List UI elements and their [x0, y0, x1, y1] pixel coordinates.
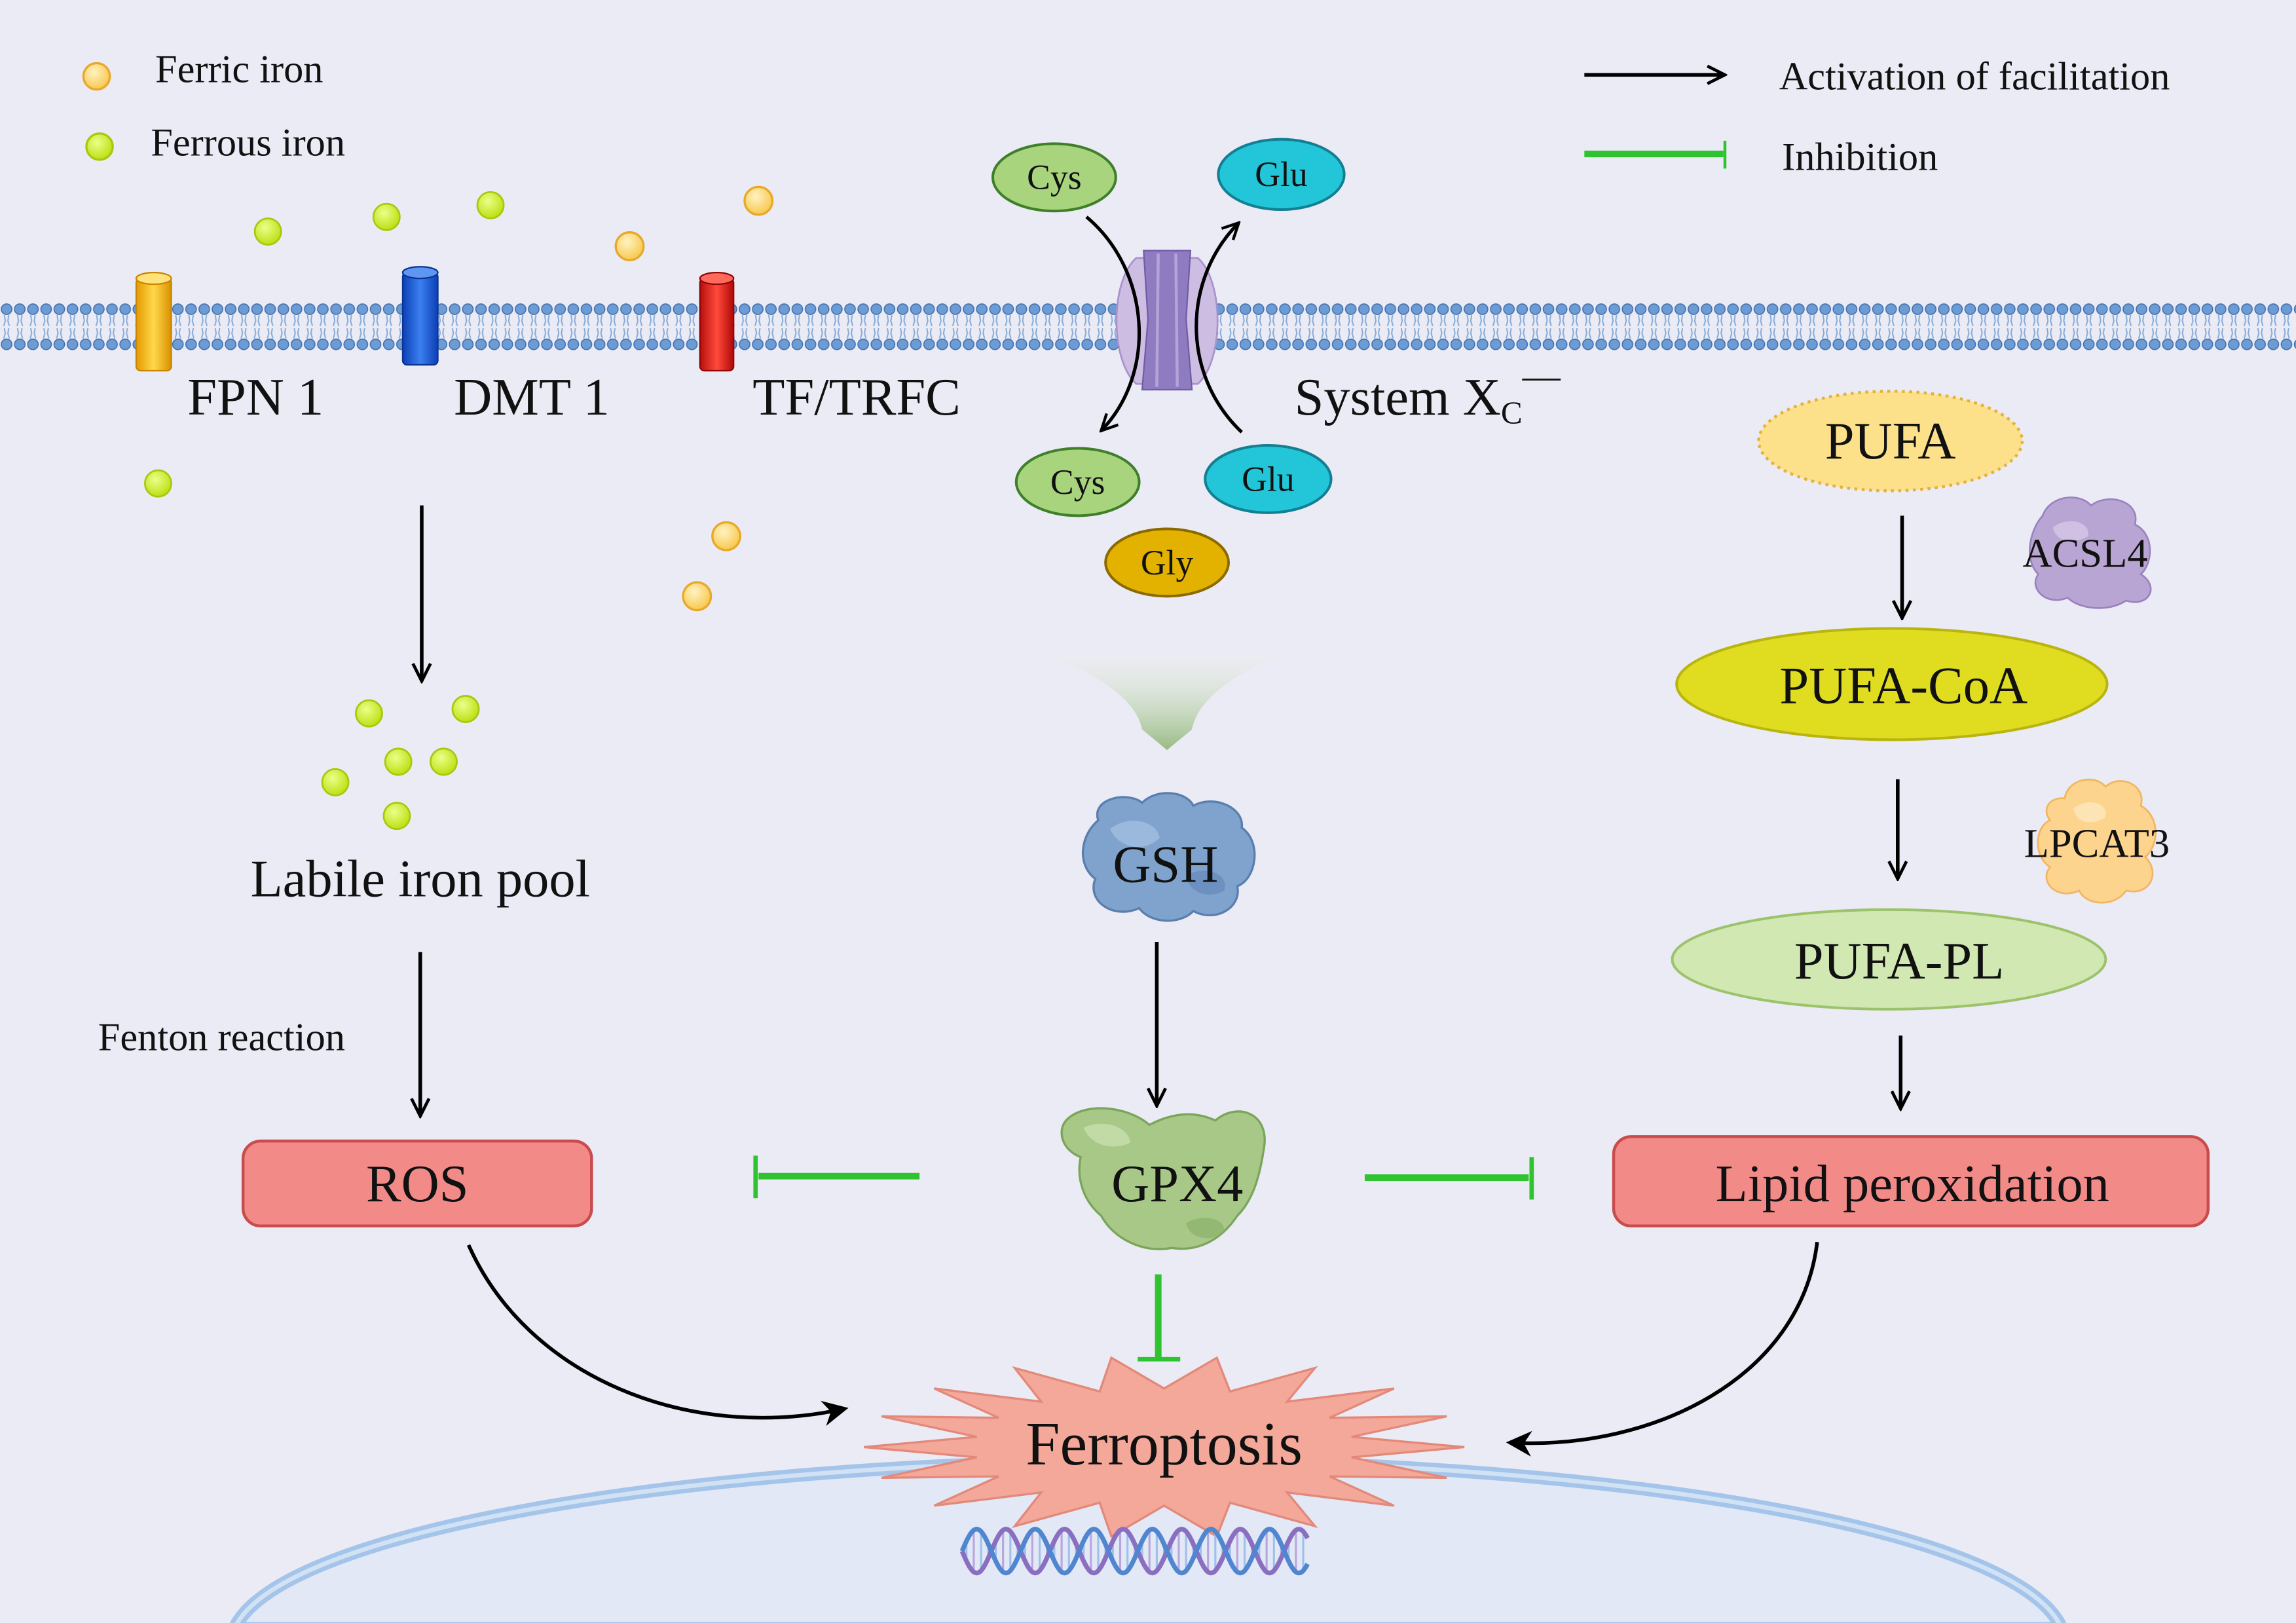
ferrous-iron-dot: [321, 768, 350, 796]
lipid-to-ferroptosis-arrow: [1506, 1242, 1819, 1457]
labile-iron-pool-label: Labile iron pool: [250, 850, 590, 908]
ferric-iron-legend-dot: [82, 62, 111, 91]
tf-trfc-channel: [699, 272, 735, 372]
ferrous-iron-dot: [354, 699, 383, 728]
glu-intracellular: Glu: [1204, 443, 1333, 514]
ferroptosis-burst: Ferroptosis: [864, 1356, 1465, 1539]
legend: Ferric iron Ferrous iron Activation of f…: [82, 47, 2170, 179]
ros-label: ROS: [366, 1155, 469, 1213]
activation-label: Activation of facilitation: [1779, 55, 2170, 99]
ferric-iron-dot: [614, 231, 645, 261]
pufa-pl-label: PUFA-PL: [1794, 932, 2005, 990]
gpx4-inhibits-lipid-peroxidation: [1364, 1157, 1534, 1200]
gly: Gly: [1104, 527, 1230, 598]
ferric-iron-dot: [682, 581, 713, 612]
inhibition-label: Inhibition: [1782, 136, 1938, 179]
gsh-protein: GSH: [1081, 792, 1256, 922]
fpn1-label: FPN 1: [187, 368, 324, 426]
acsl4-enzyme: ACSL4: [2022, 496, 2152, 609]
labile-iron-cluster: [321, 695, 480, 830]
tf-trfc-label: TF/TRFC: [752, 368, 961, 426]
gpx4-inhibits-ros: [753, 1155, 920, 1199]
ferrous-iron-legend-dot: [85, 132, 114, 161]
ros-box: ROS: [241, 1139, 593, 1228]
pufa-pl-node: PUFA-PL: [1671, 908, 2107, 1011]
ferric-iron-label: Ferric iron: [155, 47, 323, 91]
dna-helix: [959, 1526, 1310, 1576]
system-xc-superscript: —: [1522, 354, 1561, 397]
gsh-label: GSH: [1113, 835, 1218, 893]
glu-export-arrow: [1194, 223, 1243, 434]
ferrous-iron-dot: [253, 217, 282, 246]
intracellular-iron: [144, 469, 741, 612]
ferrous-iron-dot: [382, 802, 411, 830]
glu-out-label: Glu: [1255, 155, 1307, 194]
ferrous-iron-dot: [430, 747, 458, 776]
fpn1-channel: [135, 272, 172, 372]
ferrous-iron-dot: [451, 695, 480, 723]
ferrous-iron-dot: [384, 747, 413, 776]
lipid-peroxidation-box: Lipid peroxidation: [1612, 1135, 2210, 1228]
lipid-peroxidation-label: Lipid peroxidation: [1716, 1155, 2109, 1213]
ferric-iron-dot: [711, 521, 741, 551]
cys-intracellular: Cys: [1014, 447, 1141, 517]
dmt1-channel: [401, 266, 439, 366]
system-xc-subscript: C: [1501, 394, 1523, 430]
gly-label: Gly: [1141, 543, 1194, 582]
system-xc-main: System X: [1295, 368, 1501, 426]
ferrous-iron-dot: [144, 469, 172, 498]
gpx4-label: GPX4: [1111, 1155, 1243, 1213]
cys-out-label: Cys: [1027, 158, 1082, 197]
synthesis-funnel: [1051, 656, 1277, 751]
dna-strand-b: [959, 1526, 1310, 1576]
lpcat3-enzyme: LPCAT3: [2024, 778, 2170, 904]
pufa-coa-node: PUFA-CoA: [1675, 627, 2109, 741]
gpx4-protein: GPX4: [1060, 1107, 1266, 1250]
pufa-coa-label: PUFA-CoA: [1779, 657, 2028, 715]
fenton-reaction-label: Fenton reaction: [98, 1015, 345, 1059]
ferric-iron-dot: [743, 185, 774, 216]
lpcat3-label: LPCAT3: [2024, 820, 2170, 866]
ferrous-iron-dot: [372, 202, 401, 231]
glu-in-label: Glu: [1242, 459, 1294, 498]
cys-extracellular: Cys: [991, 142, 1117, 213]
ferrous-iron-dot: [476, 191, 505, 219]
pufa-node: PUFA: [1757, 390, 2024, 493]
pufa-label: PUFA: [1825, 412, 1956, 470]
ros-to-ferroptosis-arrow: [466, 1244, 849, 1427]
cys-in-label: Cys: [1050, 462, 1105, 502]
gpx4-inhibits-ferroptosis: [1138, 1274, 1181, 1362]
cys-import-arrow: [1085, 215, 1141, 430]
extracellular-iron: [253, 185, 774, 261]
ferroptosis-label: Ferroptosis: [1026, 1410, 1303, 1478]
ferrous-iron-label: Ferrous iron: [151, 121, 345, 164]
system-xc-label: System XC—: [1295, 354, 1561, 431]
acsl4-label: ACSL4: [2022, 531, 2147, 576]
dmt1-label: DMT 1: [454, 368, 610, 426]
glu-extracellular: Glu: [1217, 138, 1346, 212]
